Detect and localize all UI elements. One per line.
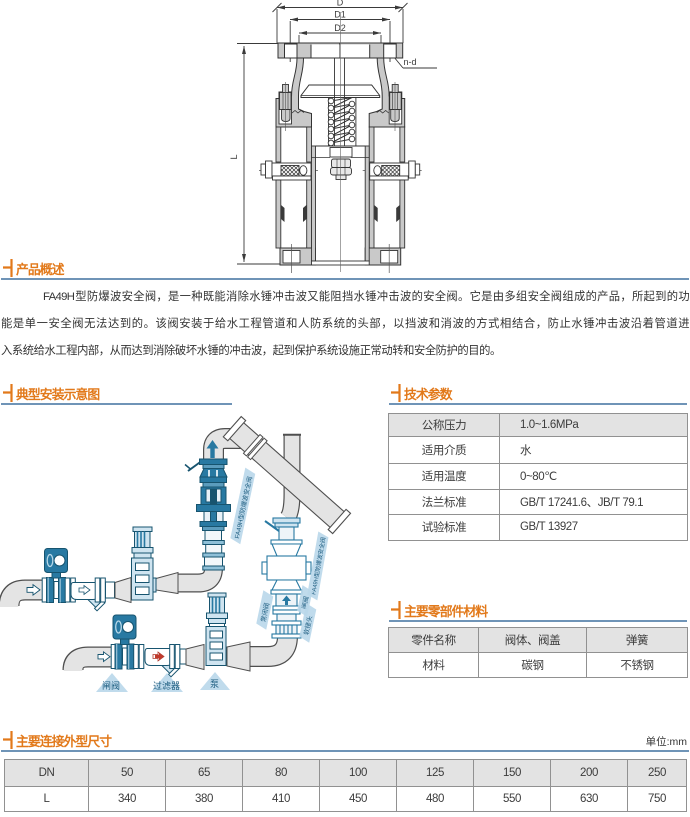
svg-text:闸阀: 闸阀 — [102, 681, 120, 691]
svg-text:D: D — [337, 0, 344, 8]
svg-text:n-d: n-d — [403, 57, 416, 67]
svg-text:过滤器: 过滤器 — [153, 680, 180, 691]
svg-text:泵: 泵 — [210, 679, 219, 689]
svg-text:闸阀: 闸阀 — [299, 595, 311, 610]
svg-text:L: L — [229, 154, 239, 159]
